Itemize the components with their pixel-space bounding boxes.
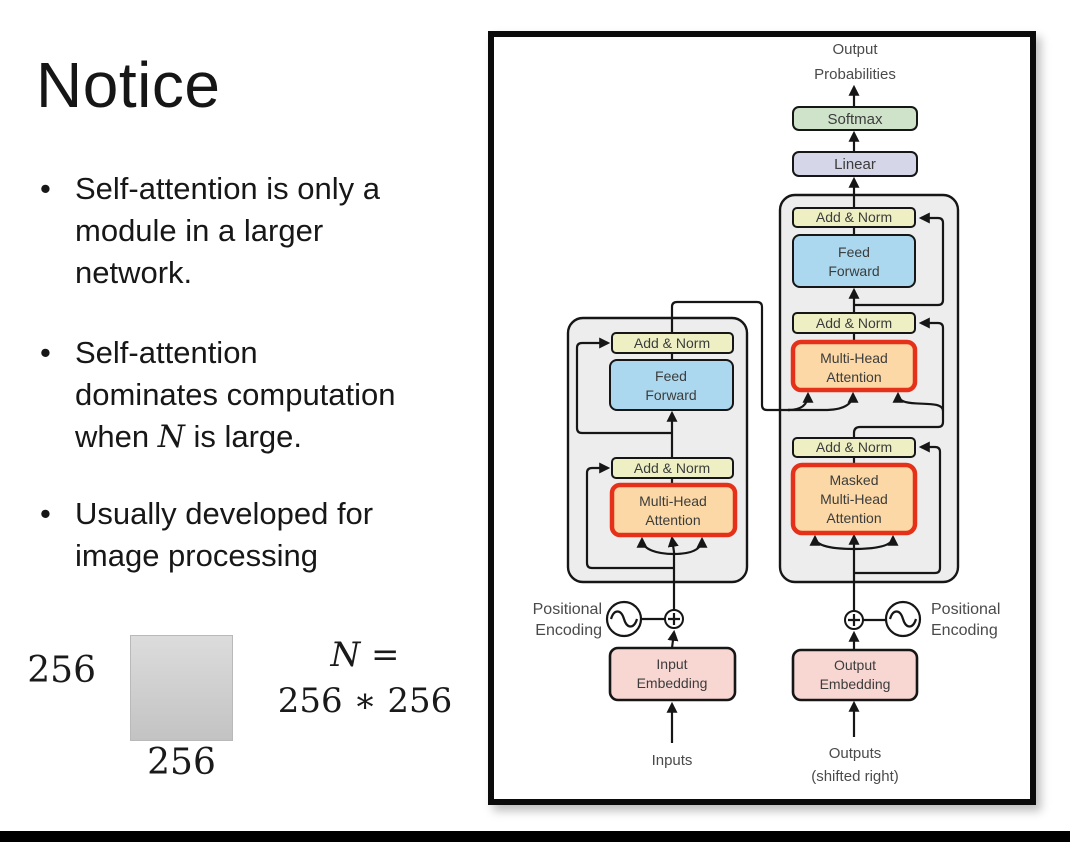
positional-encoding-icon <box>884 600 922 638</box>
svg-text:Masked: Masked <box>829 472 878 488</box>
bullet-line: Self-attention <box>75 335 258 370</box>
decoder-add-norm-1-box: Add & Norm <box>792 207 916 228</box>
bullet-line: network. <box>75 255 193 290</box>
encoder-feed-forward-box: Feed Forward <box>609 359 734 411</box>
decoder-fan-left <box>809 534 855 551</box>
cross-attn-arrow-right <box>892 391 945 412</box>
plus-circle-icon <box>664 609 684 629</box>
svg-text:Add & Norm: Add & Norm <box>634 460 710 476</box>
svg-text:Attention: Attention <box>826 369 881 385</box>
math-variable-N: N <box>330 635 361 675</box>
encoder-container <box>566 316 749 584</box>
svg-text:Forward: Forward <box>645 387 696 403</box>
embedding-to-plus-arrow <box>667 629 679 649</box>
decoder-add-norm-3-box: Add & Norm <box>792 437 916 458</box>
gray-matrix-square <box>130 635 233 741</box>
positional-encoding-label-left: Positional Encoding <box>533 601 602 639</box>
outputs-label: Outputs <box>829 745 882 762</box>
svg-text:Add & Norm: Add & Norm <box>816 315 892 331</box>
svg-text:Probabilities: Probabilities <box>814 66 896 83</box>
positional-encoding-icon <box>605 600 643 638</box>
bullet-line: image processing <box>75 538 318 573</box>
decoder-feed-forward-box: Feed Forward <box>792 234 916 288</box>
decoder-residual-2 <box>854 212 945 307</box>
svg-text:Embedding: Embedding <box>820 676 891 692</box>
linear-box: Linear <box>792 151 918 177</box>
svg-text:Forward: Forward <box>828 263 879 279</box>
math-variable-N: N <box>157 419 185 455</box>
svg-text:Output: Output <box>832 41 878 58</box>
svg-text:Multi-Head: Multi-Head <box>820 491 888 507</box>
encoder-fan-right <box>673 536 708 556</box>
inputs-label: Inputs <box>652 752 693 769</box>
square-height-label: 256 <box>27 650 96 691</box>
svg-text:Input: Input <box>656 656 687 672</box>
decoder-fan-right <box>853 534 899 551</box>
equation: N = 256 ∗ 256 <box>275 632 455 724</box>
encoder-fan-left <box>636 536 675 556</box>
outputs-note-label: (shifted right) <box>811 768 899 785</box>
equation-line-2: 256 ∗ 256 <box>277 681 453 721</box>
svg-text:Add & Norm: Add & Norm <box>816 209 892 225</box>
equation-line-1: N = <box>330 635 400 675</box>
svg-text:Linear: Linear <box>834 156 876 173</box>
bullet-line: Self-attention is only a <box>75 171 381 206</box>
bullet-line: dominates computation <box>75 377 396 412</box>
bullet-dot: • <box>40 496 51 531</box>
svg-text:Attention: Attention <box>826 510 881 526</box>
output-embedding-box: Output Embedding <box>791 648 919 702</box>
positional-encoding-label-right: Positional Encoding <box>931 601 1000 639</box>
svg-text:Positional: Positional <box>931 601 1000 618</box>
slide-bottom-bar <box>0 831 1070 842</box>
softmax-box: Softmax <box>792 106 918 131</box>
encoder-residual-2 <box>575 337 672 435</box>
transformer-diagram: Add & Norm Multi-Head Attention Add & No… <box>533 41 1001 785</box>
svg-text:Embedding: Embedding <box>637 675 708 691</box>
plus-circle-icon <box>844 610 864 630</box>
svg-text:Feed: Feed <box>655 368 687 384</box>
svg-text:Add & Norm: Add & Norm <box>634 335 710 351</box>
page-title: Notice <box>36 49 221 121</box>
bullet-line: Usually developed for <box>75 496 374 531</box>
svg-text:Feed: Feed <box>838 244 870 260</box>
encoder-to-decoder-line <box>670 300 790 412</box>
input-embedding-box: Input Embedding <box>608 646 737 702</box>
encoder-main-line <box>667 535 679 610</box>
svg-text:Output: Output <box>834 657 876 673</box>
decoder-add-norm-2-box: Add & Norm <box>792 312 916 334</box>
svg-text:Softmax: Softmax <box>827 111 883 128</box>
bullet-item: • Self-attention is only a module in a l… <box>40 168 480 294</box>
output-probabilities-label: Output Probabilities <box>814 41 896 83</box>
svg-text:Multi-Head: Multi-Head <box>639 493 707 509</box>
svg-text:Encoding: Encoding <box>535 622 602 639</box>
bullet-item: • Usually developed for image processing <box>40 493 480 577</box>
bullet-dot: • <box>40 335 51 370</box>
svg-text:Add & Norm: Add & Norm <box>816 439 892 455</box>
masked-multi-head-attention-box: Masked Multi-Head Attention <box>790 462 918 536</box>
bullet-line: module in a larger <box>75 213 324 248</box>
decoder-residual-1 <box>854 441 942 575</box>
svg-text:Multi-Head: Multi-Head <box>820 350 888 366</box>
encoder-residual-1 <box>585 462 674 570</box>
bullet-dot: • <box>40 171 51 206</box>
encoder-multi-head-attention-box: Multi-Head Attention <box>609 482 738 538</box>
svg-text:Encoding: Encoding <box>931 622 998 639</box>
transformer-diagram-frame: Add & Norm Multi-Head Attention Add & No… <box>488 31 1036 805</box>
svg-text:Attention: Attention <box>645 512 700 528</box>
bullet-line: when N is large. <box>75 419 303 455</box>
svg-text:Positional: Positional <box>533 601 602 618</box>
decoder-multi-head-attention-box: Multi-Head Attention <box>790 339 918 393</box>
cross-attn-arrow-center <box>788 391 859 412</box>
encoder-add-norm-1-box: Add & Norm <box>611 332 734 354</box>
encoder-add-norm-2-box: Add & Norm <box>611 457 734 479</box>
square-width-label: 256 <box>147 742 216 783</box>
query-residual-path <box>852 317 945 438</box>
bullet-item: • Self-attention dominates computation w… <box>40 332 480 458</box>
connection-lines <box>575 84 945 743</box>
